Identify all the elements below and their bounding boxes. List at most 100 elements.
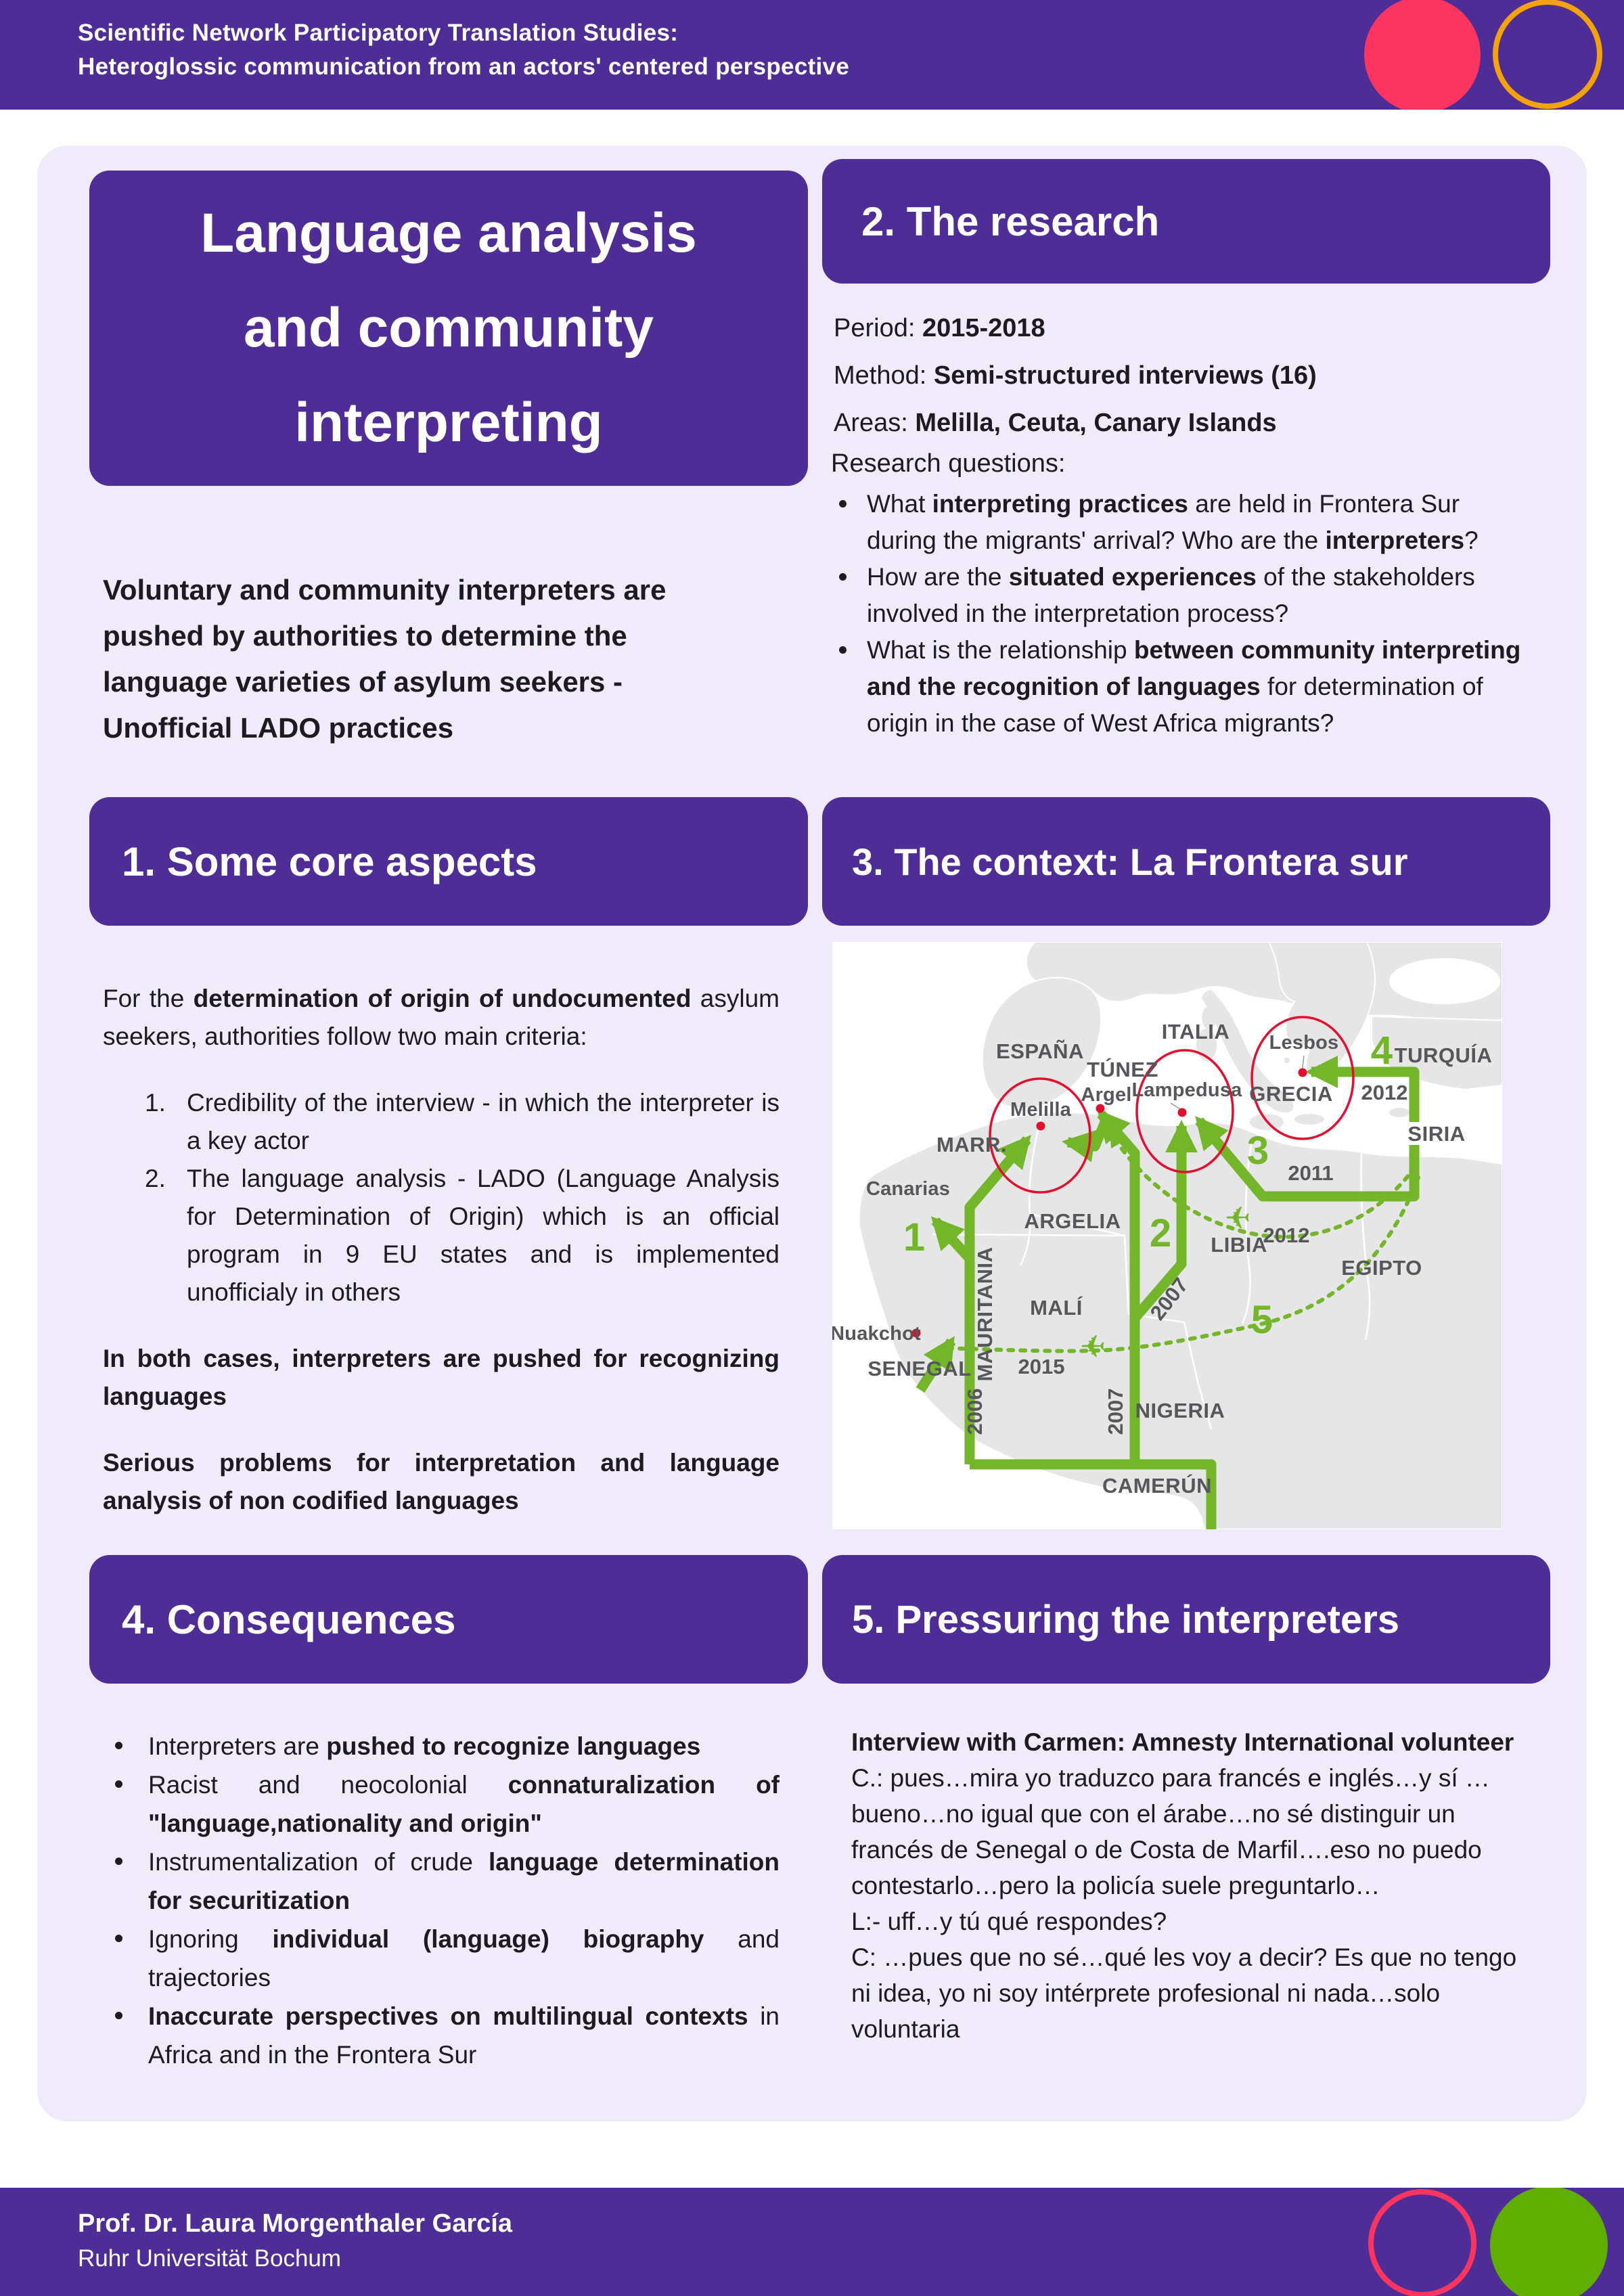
hotspot-circle [989, 1077, 1091, 1194]
corsica-island [1202, 1006, 1217, 1029]
route-5-air-2015-dashed [937, 1175, 1420, 1357]
author-block: Prof. Dr. Laura Morgenthaler García Ruhr… [78, 2205, 512, 2276]
map-label-turqu-a: TURQUÍA [1395, 1043, 1493, 1067]
aspects-numbered-list: 1.Credibility of the interview - in whic… [103, 1084, 780, 1311]
bullet-text: Interpreters are pushed to recognize lan… [148, 1732, 701, 1760]
bullet-dot [115, 1935, 122, 1942]
text-line: interpreting [294, 392, 603, 453]
route-year-2007: 2007 [1104, 1389, 1127, 1435]
aspects-paragraph-1: For the determination of origin of undoc… [103, 985, 780, 1050]
hotspot-circle [1135, 1049, 1234, 1173]
route-2-base [970, 1459, 1217, 1529]
map-label-t-nez: TÚNEZ [1087, 1057, 1158, 1081]
plane-icon: ✈ [1225, 1200, 1251, 1236]
field-label: Areas: [834, 409, 916, 437]
bullet-item: Interpreters are pushed to recognize lan… [103, 1727, 780, 1765]
map-label-mal-: MALÍ [1030, 1296, 1083, 1320]
numbered-item: 1.Credibility of the interview - in whic… [103, 1084, 780, 1160]
field-row: Areas: Melilla, Ceuta, Canary Islands [834, 399, 1537, 447]
section-aspects-header: 1. Some core aspects [89, 797, 808, 926]
network-title-line1: Scientific Network Participatory Transla… [78, 20, 679, 46]
field-row: Period: 2015-2018 [834, 305, 1537, 352]
map-label-melilla: Melilla [1010, 1099, 1072, 1121]
intro-statement: Voluntary and community interpreters are… [103, 574, 667, 744]
spacer [103, 1416, 780, 1444]
canary-island [895, 1207, 903, 1215]
route-number-2: 2 [1150, 1211, 1171, 1255]
map-label-senegal: SENEGAL [867, 1357, 971, 1380]
interview-excerpt: Interview with Carmen: Amnesty Internati… [851, 1724, 1521, 2047]
field-label: Method: [834, 361, 934, 390]
text-line: C: …pues que no sé…qué les voy a decir? … [851, 1943, 1517, 2043]
field-row: Method: Semi-structured interviews (16) [834, 352, 1537, 399]
bullet-text: Racist and neocolonial connaturalization… [148, 1771, 780, 1837]
footer-banner: Prof. Dr. Laura Morgenthaler García Ruhr… [0, 2188, 1624, 2296]
interview-lines: C.: pues…mira yo traduzco para francés e… [851, 1760, 1521, 2047]
item-text: Credibility of the interview - in which … [187, 1089, 780, 1154]
spacer [103, 1311, 780, 1340]
aspects-paragraph-3: Serious problems for interpretation and … [103, 1449, 780, 1514]
aegean-islet [1284, 1058, 1290, 1063]
bullet-dot [115, 1780, 122, 1788]
route-4-siria-lesbos [1305, 1056, 1420, 1122]
route-number-1: 1 [903, 1215, 925, 1259]
route-year-2006: 2006 [963, 1389, 987, 1435]
section-context-header: 3. The context: La Frontera sur [822, 797, 1550, 926]
author-affiliation: Ruhr Universität Bochum [78, 2245, 342, 2272]
landmasses [858, 941, 1503, 1530]
map-label-egipto: EGIPTO [1341, 1256, 1422, 1280]
migration-routes [916, 1056, 1420, 1529]
bullet-text: Inaccurate perspectives on multilingual … [148, 2002, 780, 2069]
crete-island [1294, 1114, 1324, 1125]
map-label-libia: LIBIA [1211, 1233, 1267, 1257]
interview-heading: Interview with Carmen: Amnesty Internati… [851, 1728, 1514, 1756]
section-pressuring-title: 5. Pressuring the interpreters [852, 1597, 1400, 1642]
map-label-argel: Argel [1081, 1084, 1131, 1106]
bullet-item: How are the situated experiences of the … [831, 559, 1521, 632]
decorative-green-circle [1490, 2188, 1608, 2296]
route-year-2011: 2011 [1288, 1161, 1333, 1185]
section-research-title: 2. The research [861, 198, 1160, 244]
bullet-item: What interpreting practices are held in … [831, 486, 1521, 559]
bullet-item: Ignoring individual (language) biography… [103, 1920, 780, 1997]
bullet-item: Racist and neocolonial connaturalization… [103, 1765, 780, 1843]
black-sea [1389, 958, 1500, 1004]
text-line: and community [244, 297, 654, 359]
item-text: The language analysis - LADO (Language A… [187, 1165, 780, 1306]
poster-title: Language analysis and community interpreti… [200, 186, 697, 470]
map-label-italia: ITALIA [1162, 1020, 1230, 1043]
hotspot-circle [1250, 1016, 1355, 1140]
section-consequences-header: 4. Consequences [89, 1555, 808, 1684]
bullet-text: How are the situated experiences of the … [867, 563, 1475, 627]
text-line: Language analysis [200, 202, 697, 264]
lampedusa-leader-line [1170, 1102, 1181, 1110]
canary-island [909, 1202, 916, 1209]
route-year-2015: 2015 [1018, 1355, 1065, 1378]
map-label-marr-: MARR. [937, 1133, 1007, 1156]
numbered-item: 2.The language analysis - LADO (Language… [103, 1160, 780, 1311]
author-name: Prof. Dr. Laura Morgenthaler García [78, 2209, 512, 2238]
bullet-item: What is the relationship between communi… [831, 632, 1521, 742]
field-value: Melilla, Ceuta, Canary Islands [915, 409, 1277, 437]
network-title: Scientific Network Participatory Transla… [78, 16, 849, 84]
city-dot [1177, 1108, 1187, 1117]
map-label-canarias: Canarias [866, 1178, 950, 1200]
section-research-header: 2. The research [822, 159, 1550, 284]
cyprus-island [1389, 1108, 1409, 1117]
field-value: Semi-structured interviews (16) [933, 361, 1317, 390]
route-air-2012-dashed [1109, 1130, 1418, 1239]
bullet-text: What is the relationship between communi… [867, 636, 1521, 737]
canary-island [870, 1208, 876, 1213]
city-dot [1096, 1104, 1105, 1113]
route-1-canarias-branch [930, 1216, 974, 1263]
map-label-grecia: GRECIA [1249, 1082, 1333, 1106]
decorative-orange-ring [1493, 0, 1602, 109]
route-number-5: 5 [1251, 1298, 1273, 1342]
bullet-text: Instrumentalization of crude language de… [148, 1848, 780, 1914]
spacer [103, 1056, 780, 1084]
canary-island [924, 1207, 929, 1212]
bullet-text: What interpreting practices are held in … [867, 490, 1479, 554]
decorative-pink-circle [1364, 0, 1481, 110]
